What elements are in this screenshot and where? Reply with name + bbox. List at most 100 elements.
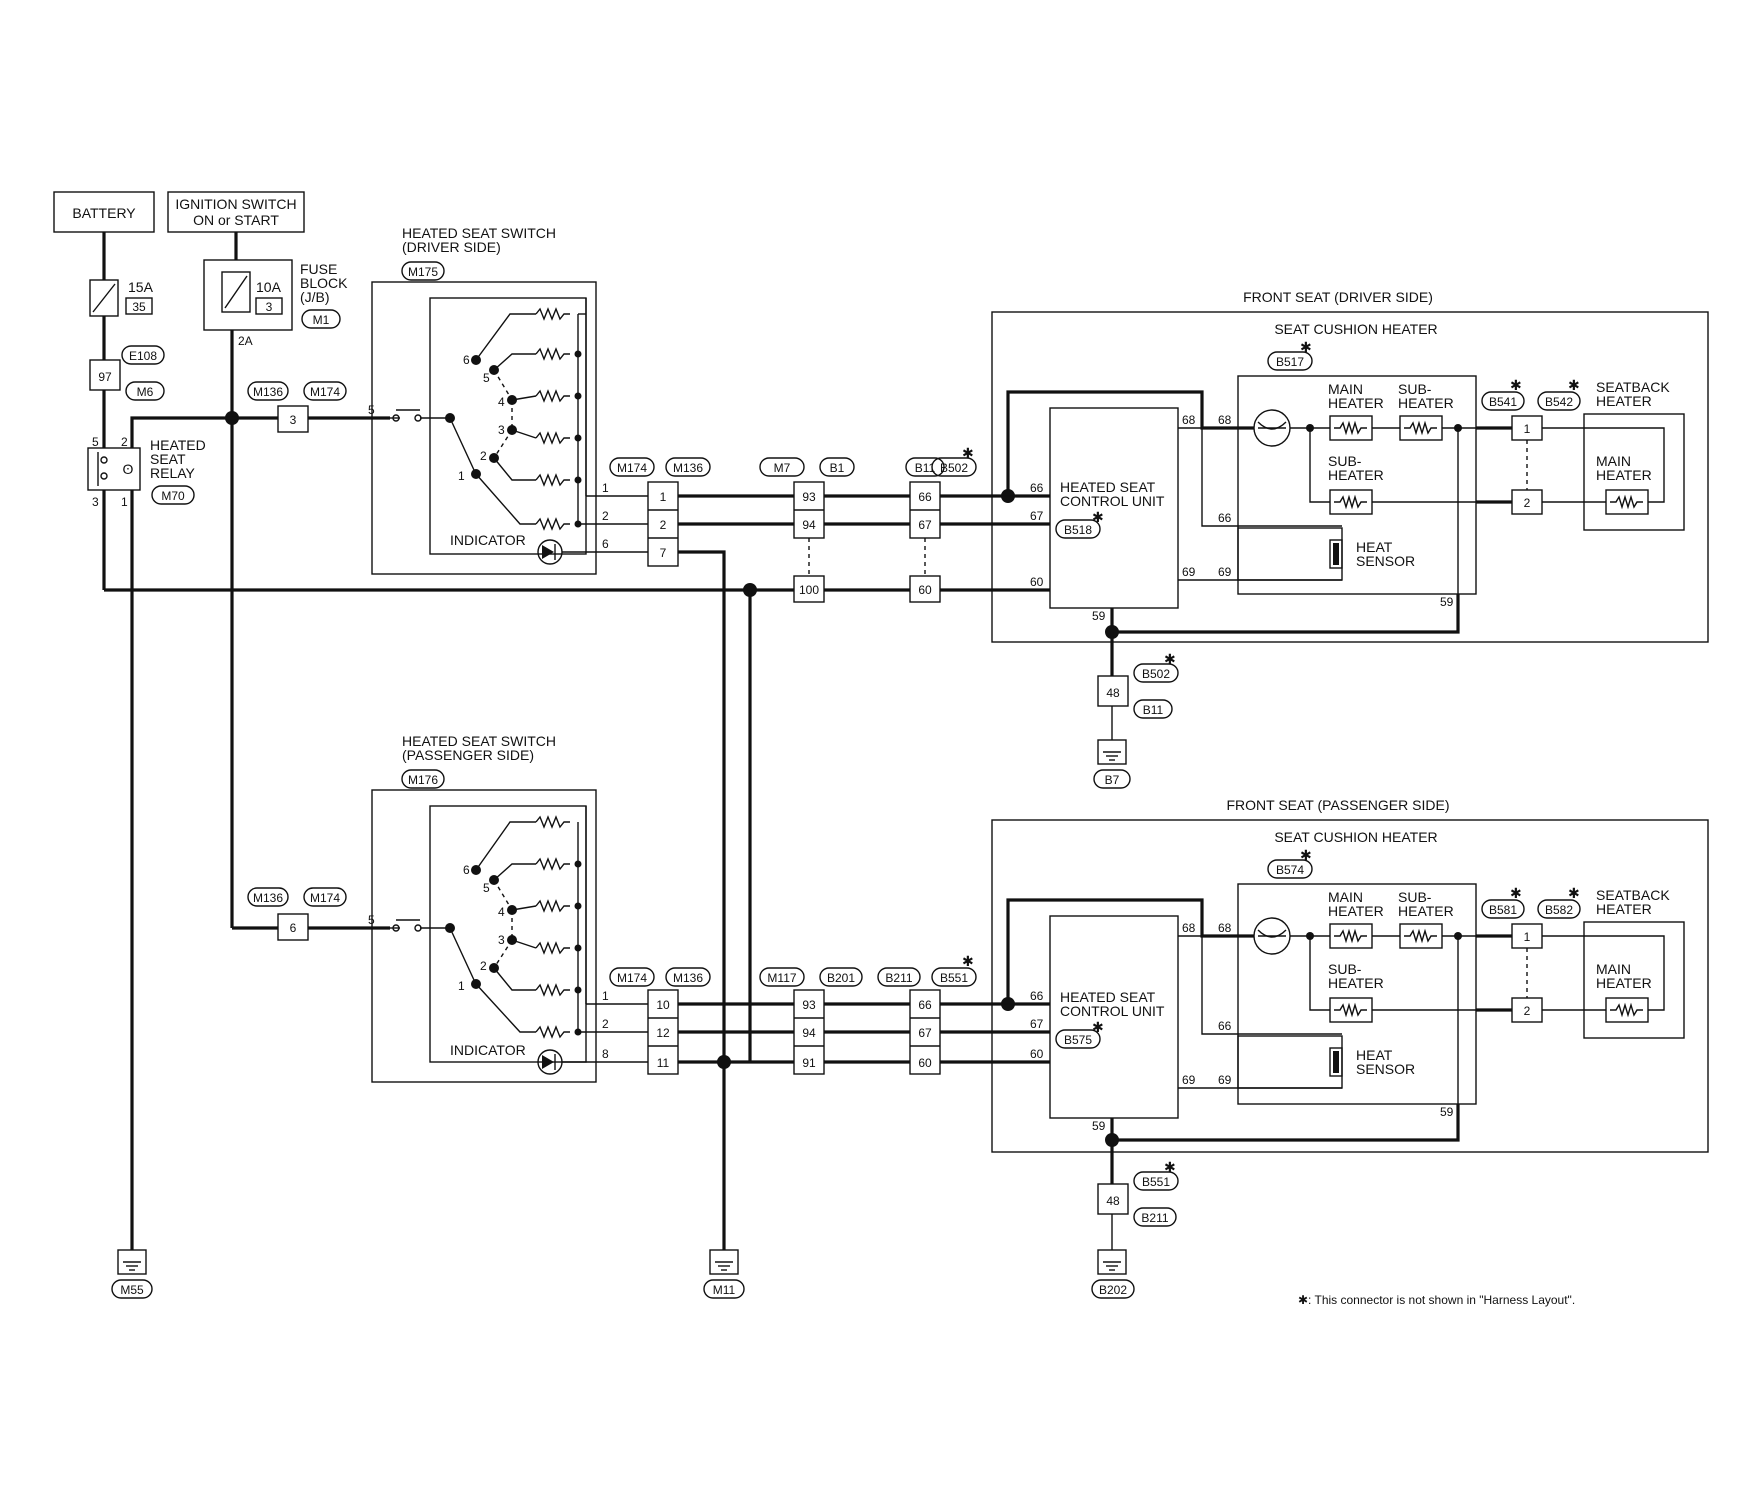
svg-text:11: 11 [657, 1056, 670, 1070]
svg-text:66: 66 [918, 998, 932, 1012]
svg-text:(PASSENGER SIDE): (PASSENGER SIDE) [402, 747, 534, 763]
svg-text:5: 5 [483, 371, 490, 385]
fuse-block-label-3: (J/B) [300, 289, 330, 305]
svg-text:B582: B582 [1545, 903, 1573, 917]
svg-text:2: 2 [602, 1017, 609, 1031]
asterisk-icon: ✱ [1092, 509, 1104, 525]
footnote: ✱: This connector is not shown in "Harne… [1298, 1293, 1575, 1307]
relay-pin-5: 5 [92, 435, 99, 449]
svg-text:1: 1 [458, 979, 465, 993]
svg-text:B502: B502 [1142, 667, 1170, 681]
svg-text:4: 4 [498, 905, 505, 919]
svg-text:2: 2 [480, 959, 487, 973]
relay-label-2: SEAT [150, 451, 186, 467]
svg-text:M55: M55 [120, 1283, 144, 1297]
svg-text:8: 8 [602, 1047, 609, 1061]
svg-text:2: 2 [1524, 496, 1531, 510]
ground-m11: M11 [703, 1249, 745, 1299]
svg-text:FRONT SEAT (PASSENGER SIDE): FRONT SEAT (PASSENGER SIDE) [1226, 797, 1449, 813]
svg-text:B517: B517 [1276, 355, 1304, 369]
svg-text:M174: M174 [617, 461, 647, 475]
svg-text:66: 66 [1218, 511, 1232, 525]
svg-text:HEATER: HEATER [1398, 903, 1454, 919]
svg-text:M174: M174 [617, 971, 647, 985]
svg-text:M175: M175 [408, 265, 438, 279]
svg-text:1: 1 [602, 989, 609, 1003]
svg-text:B551: B551 [1142, 1175, 1170, 1189]
svg-text:HEAT: HEAT [1356, 539, 1393, 555]
svg-text:68: 68 [1218, 413, 1232, 427]
svg-text:69: 69 [1218, 1073, 1232, 1087]
relay-pin-1: 1 [121, 495, 128, 509]
svg-text:B7: B7 [1105, 773, 1120, 787]
asterisk-icon: ✱ [1092, 1019, 1104, 1035]
svg-text:CONTROL UNIT: CONTROL UNIT [1060, 493, 1165, 509]
svg-text:1: 1 [602, 481, 609, 495]
svg-text:68: 68 [1218, 921, 1232, 935]
svg-text:HEATER: HEATER [1328, 903, 1384, 919]
svg-text:68: 68 [1182, 921, 1196, 935]
heated-seat-switch-driver: HEATED SEAT SWITCH (DRIVER SIDE) M175 5 … [368, 225, 609, 575]
fuse-block-term: 2A [238, 334, 253, 348]
heated-seat-control-unit-driver [1049, 407, 1179, 609]
fuse-block-conn: M1 [313, 313, 330, 327]
svg-text:5: 5 [483, 881, 490, 895]
svg-text:(DRIVER SIDE): (DRIVER SIDE) [402, 239, 501, 255]
junction-connector-passenger: M136 M174 6 [247, 887, 347, 941]
svg-text:5: 5 [368, 913, 375, 927]
battery-block: BATTERY [53, 191, 155, 233]
svg-text:HEATED SEAT SWITCH: HEATED SEAT SWITCH [402, 225, 556, 241]
svg-text:4: 4 [498, 395, 505, 409]
fuse-block-jb: 10A 3 FUSE BLOCK (J/B) M1 2A [203, 259, 348, 348]
svg-text:M11: M11 [713, 1283, 736, 1297]
svg-text:1: 1 [1524, 930, 1531, 944]
svg-text:2: 2 [1524, 1004, 1531, 1018]
svg-text:SEATBACK: SEATBACK [1596, 887, 1670, 903]
svg-text:67: 67 [1030, 509, 1044, 523]
svg-text:MAIN: MAIN [1328, 889, 1363, 905]
svg-text:94: 94 [802, 1026, 816, 1040]
connector-e108: E108 [129, 349, 157, 363]
svg-text:B201: B201 [827, 971, 855, 985]
svg-text:M136: M136 [673, 971, 703, 985]
ground-driver-seat: 48 B502 ✱ B11 B7 [1093, 632, 1179, 789]
ground-passenger-seat: 48 B551 ✱ B211 B202 [1091, 1140, 1179, 1299]
svg-text:67: 67 [918, 1026, 932, 1040]
heated-seat-relay: ʘ 5 2 3 1 HEATED SEAT RELAY M70 [87, 435, 206, 509]
fuse-block-label-1: FUSE [300, 261, 337, 277]
svg-text:SUB-: SUB- [1398, 381, 1432, 397]
svg-text:MAIN: MAIN [1328, 381, 1363, 397]
svg-text:SENSOR: SENSOR [1356, 1061, 1415, 1077]
svg-text:66: 66 [1030, 481, 1044, 495]
svg-text:HEAT: HEAT [1356, 1047, 1393, 1063]
svg-text:M176: M176 [408, 773, 438, 787]
svg-text:7: 7 [660, 546, 667, 560]
svg-text:66: 66 [918, 490, 932, 504]
svg-text:B11: B11 [915, 461, 936, 475]
svg-text:1: 1 [660, 490, 667, 504]
svg-text:10: 10 [656, 998, 670, 1012]
svg-text:59: 59 [1092, 609, 1106, 623]
svg-text:HEATER: HEATER [1596, 393, 1652, 409]
heated-seat-control-unit-passenger [1049, 915, 1179, 1119]
svg-text:69: 69 [1182, 1073, 1196, 1087]
svg-text:3: 3 [498, 933, 505, 947]
svg-text:59: 59 [1092, 1119, 1106, 1133]
heated-seat-switch-passenger: HEATED SEAT SWITCH (PASSENGER SIDE) M176… [368, 733, 609, 1083]
svg-text:67: 67 [1030, 1017, 1044, 1031]
svg-text:B575: B575 [1064, 1033, 1092, 1047]
svg-text:6: 6 [290, 921, 297, 935]
harness-connectors-passenger: M174 M136 10 12 11 M117 B201 93 94 91 B2… [609, 953, 977, 1075]
svg-text:M136: M136 [673, 461, 703, 475]
svg-text:2: 2 [602, 509, 609, 523]
svg-text:HEATER: HEATER [1328, 395, 1384, 411]
svg-text:MAIN: MAIN [1596, 961, 1631, 977]
asterisk-icon: ✱ [1510, 377, 1522, 393]
svg-text:MAIN: MAIN [1596, 453, 1631, 469]
relay-label-3: RELAY [150, 465, 196, 481]
relay-conn: M70 [161, 489, 185, 503]
svg-text:HEATER: HEATER [1328, 467, 1384, 483]
svg-text:M117: M117 [767, 971, 796, 985]
svg-text:HEATER: HEATER [1596, 467, 1652, 483]
